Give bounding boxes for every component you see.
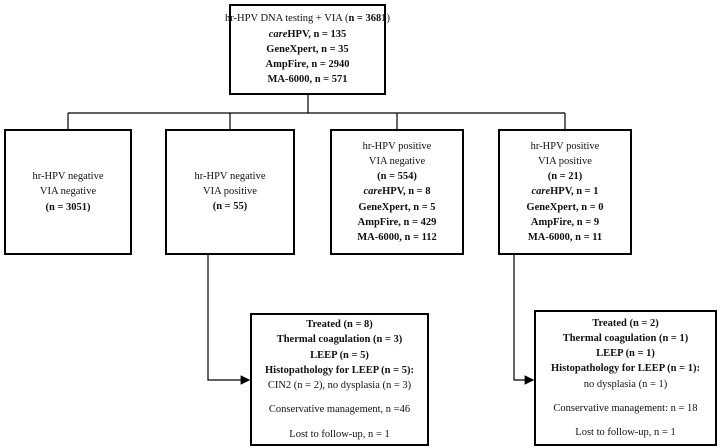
left-histopathology-detail: CIN2 (n = 2), no dysplasia (n = 3) <box>267 380 412 392</box>
box3-count: (n = 554) <box>377 171 417 183</box>
box3-genexpert: GeneXpert, n = 5 <box>358 201 436 213</box>
ma6000-count: MA-6000, n = 571 <box>267 74 348 86</box>
left-histopathology: Histopathology for LEEP (n = 5): <box>264 364 414 376</box>
right-treatment-outcome-box: Treated (n = 2) Thermal coagulation (n =… <box>534 310 717 446</box>
left-thermal-coagulation: Thermal coagulation (n = 3) <box>276 334 403 346</box>
left-conservative-management: Conservative management, n =46 <box>268 404 411 416</box>
right-lost-to-follow-up: Lost to follow-up, n = 1 <box>575 427 676 439</box>
carehpv-count: careHPV, n = 135 <box>268 28 347 40</box>
left-treatment-outcome-box: Treated (n = 8) Thermal coagulation (n =… <box>250 313 429 446</box>
box3-ampfire: AmpFire, n = 429 <box>357 216 437 228</box>
right-histopathology-detail: no dysplasia (n = 1) <box>583 378 668 390</box>
box1-line1: hr-HPV negative <box>32 171 104 183</box>
left-treated: Treated (n = 8) <box>306 319 373 331</box>
box3-line1: hr-HPV positive <box>362 140 432 152</box>
box4-to-right-outcome-arrow <box>513 255 535 385</box>
screening-title: hr-HPV DNA testing + VIA (n = 3681) <box>224 13 391 25</box>
hpv-positive-via-positive-box: hr-HPV positive VIA positive (n = 21) ca… <box>498 129 632 255</box>
box3-ma6000: MA-6000, n = 112 <box>357 232 437 244</box>
left-lost-to-follow-up: Lost to follow-up, n = 1 <box>289 428 390 440</box>
box4-genexpert: GeneXpert, n = 0 <box>526 201 604 213</box>
box1-line2: VIA negative <box>39 186 97 198</box>
box2-line1: hr-HPV negative <box>194 171 266 182</box>
right-conservative-management: Conservative management: n = 18 <box>553 402 698 414</box>
ampfire-count: AmpFire, n = 2940 <box>265 59 350 71</box>
left-leep: LEEP (n = 5) <box>310 349 369 361</box>
hpv-negative-via-negative-box: hr-HPV negative VIA negative (n = 3051) <box>4 129 132 255</box>
box2-to-left-outcome-arrow <box>207 255 251 385</box>
box4-carehpv: careHPV, n = 1 <box>531 186 599 198</box>
box4-line2: VIA positive <box>538 155 592 167</box>
hpv-positive-via-negative-box: hr-HPV positive VIA negative (n = 554) c… <box>330 129 464 255</box>
hpv-negative-via-positive-box: hr-HPV negative VIA positive (n = 55) <box>165 129 295 255</box>
box4-ma6000: MA-6000, n = 11 <box>527 232 603 244</box>
right-histopathology: Histopathology for LEEP (n = 1): <box>550 363 700 375</box>
box4-line1: hr-HPV positive <box>530 140 600 152</box>
box2-line2: VIA positive <box>203 186 257 198</box>
genexpert-count: GeneXpert, n = 35 <box>266 43 349 55</box>
right-leep: LEEP (n = 1) <box>596 348 655 360</box>
box1-count: (n = 3051) <box>45 201 91 213</box>
box4-count: (n = 21) <box>547 171 583 183</box>
right-thermal-coagulation: Thermal coagulation (n = 1) <box>562 332 689 344</box>
right-treated: Treated (n = 2) <box>592 317 659 329</box>
screening-total-box: hr-HPV DNA testing + VIA (n = 3681) care… <box>225 4 390 95</box>
box3-line2: VIA negative <box>368 155 426 167</box>
box4-ampfire: AmpFire, n = 9 <box>530 216 600 228</box>
box2-count: (n = 55) <box>212 201 248 213</box>
box3-carehpv: careHPV, n = 8 <box>363 186 431 198</box>
